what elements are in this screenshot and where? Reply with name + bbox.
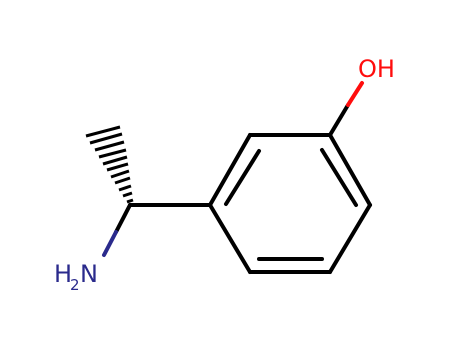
carbon-to-oxygen-bond-black	[328, 103, 350, 137]
hydroxyl-label: OH	[358, 55, 395, 83]
ring-bond	[328, 203, 372, 274]
amine-subscript: 2	[70, 276, 80, 294]
hashed-wedge-bond	[85, 125, 134, 204]
benzene-ring	[208, 133, 372, 274]
ring-bond	[328, 133, 372, 207]
ring-bond	[208, 133, 252, 207]
carbon-to-nitrogen-bond-blue	[102, 230, 118, 257]
ring-inner-double-bond	[224, 149, 261, 206]
amine-label: H 2 N	[54, 260, 98, 294]
amine-hydrogen: H	[54, 260, 72, 288]
carbon-to-oxygen-bond-red	[346, 81, 364, 107]
ring-bond	[208, 203, 252, 274]
ring-inner-double-bond	[320, 148, 358, 207]
amine-nitrogen: N	[80, 260, 98, 288]
carbon-to-nitrogen-bond-black	[114, 203, 132, 234]
